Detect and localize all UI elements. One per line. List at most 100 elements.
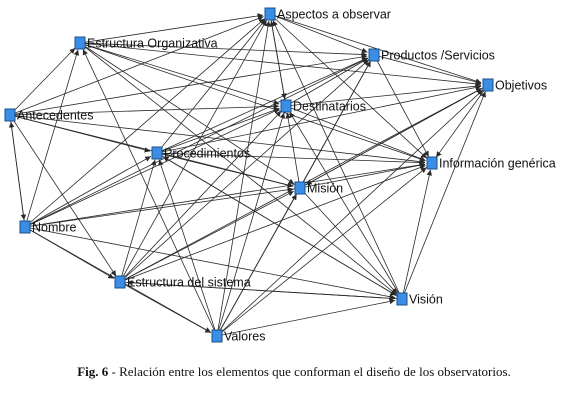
node-objetivos: Objetivos <box>482 78 547 93</box>
edge-destinatarios-to-objetivos <box>285 83 482 107</box>
node-productos: Productos /Servicios <box>368 48 495 63</box>
node-marker <box>264 7 276 21</box>
node-estructura_org: Estructura Organizativa <box>74 36 218 51</box>
edge-estructura_org-to-objetivos <box>79 42 482 87</box>
caption-figure-number: Fig. 6 <box>77 364 109 379</box>
node-label: Objetivos <box>495 79 547 93</box>
edge-valores-to-vision <box>216 298 396 337</box>
edge-nombre-to-productos <box>24 57 368 228</box>
edge-vision-to-aspectos <box>272 20 403 300</box>
node-marker <box>280 99 292 113</box>
node-marker <box>74 36 86 50</box>
edge-estructura_org-to-mision <box>79 42 295 185</box>
edge-estructura_org-to-aspectos <box>79 13 264 44</box>
edge-estructura_sis-to-procedimientos <box>119 159 157 283</box>
edge-estructura_org-to-productos <box>79 42 368 58</box>
node-antecedentes: Antecedentes <box>4 108 93 123</box>
node-nombre: Nombre <box>19 220 77 235</box>
edge-estructura_org-to-informacion <box>79 42 426 162</box>
node-marker <box>211 329 223 343</box>
edge-mision-to-informacion <box>299 162 426 189</box>
edge-vision-to-objetivos <box>401 91 486 300</box>
edge-antecedentes-to-estructura_sis <box>9 114 117 277</box>
edge-procedimientos-to-productos <box>156 57 368 154</box>
node-marker <box>426 156 438 170</box>
node-procedimientos: Procedimientos <box>151 146 250 161</box>
edge-destinatarios-to-productos <box>285 58 369 107</box>
node-label: Aspectos a observar <box>277 8 391 22</box>
edge-vision-to-destinatarios <box>289 111 403 300</box>
edge-nombre-to-antecedentes <box>8 121 26 228</box>
edge-mision-to-vision <box>299 187 398 295</box>
node-marker <box>482 78 494 92</box>
edge-antecedentes-to-estructura_org <box>9 47 76 116</box>
edge-nombre-to-mision <box>24 187 294 228</box>
edge-estructura_org-to-destinatarios <box>79 42 280 106</box>
edge-estructura_org-to-vision <box>79 42 397 295</box>
node-estructura_sis: Estructura del sistema <box>114 275 251 290</box>
edge-objetivos-to-informacion <box>435 84 489 158</box>
edge-aspectos-to-objetivos <box>269 13 482 84</box>
node-marker <box>368 48 380 62</box>
node-vision: Visión <box>396 292 443 307</box>
edge-antecedentes-to-informacion <box>9 114 426 165</box>
edge-procedimientos-to-mision <box>156 152 294 188</box>
node-label: Nombre <box>32 221 77 235</box>
node-destinatarios: Destinatarios <box>280 99 366 114</box>
node-marker <box>396 292 408 306</box>
edge-estructura_sis-to-valores <box>119 281 212 333</box>
edge-productos-to-objetivos <box>373 54 482 85</box>
edge-nombre-to-procedimientos <box>24 156 152 228</box>
edge-mision-to-destinatarios <box>285 112 301 189</box>
node-marker <box>151 146 163 160</box>
node-marker <box>19 220 31 234</box>
edge-nombre-to-informacion <box>24 162 426 228</box>
edge-valores-to-procedimientos <box>158 159 218 337</box>
node-label: Visión <box>409 293 443 307</box>
edge-valores-to-aspectos <box>216 20 271 337</box>
edge-procedimientos-to-destinatarios <box>156 107 280 154</box>
node-marker <box>4 108 16 122</box>
edge-nombre-to-estructura_org <box>24 49 80 228</box>
node-label: Valores <box>224 330 265 344</box>
node-label: Información genérica <box>439 157 556 171</box>
node-informacion: Información genérica <box>426 156 556 171</box>
node-label: Estructura del sistema <box>127 276 251 290</box>
node-label: Procedimientos <box>164 147 250 161</box>
edge-valores-to-estructura_org <box>82 49 218 337</box>
node-label: Antecedentes <box>17 109 93 123</box>
edge-aspectos-to-informacion <box>269 13 428 159</box>
edge-destinatarios-to-informacion <box>285 105 426 162</box>
edge-nombre-to-destinatarios <box>24 108 280 228</box>
node-label: Destinatarios <box>293 100 366 114</box>
edge-objetivos-to-mision <box>305 84 489 185</box>
edge-nombre-to-vision <box>24 226 396 300</box>
edge-valores-to-informacion <box>216 167 427 337</box>
node-valores: Valores <box>211 329 265 344</box>
edges-layer <box>8 13 489 337</box>
edge-aspectos-to-destinatarios <box>269 13 287 100</box>
node-mision: Misión <box>294 181 343 196</box>
node-label: Productos /Servicios <box>381 49 495 63</box>
edge-mision-to-productos <box>299 60 371 189</box>
node-label: Misión <box>307 182 343 196</box>
edge-nombre-to-aspectos <box>24 18 265 228</box>
edge-estructura_sis-to-informacion <box>119 164 426 283</box>
node-marker <box>294 181 306 195</box>
edge-valores-to-destinatarios <box>216 112 286 337</box>
edge-vision-to-informacion <box>401 169 433 300</box>
edge-vision-to-estructura_sis <box>126 279 403 300</box>
node-aspectos: Aspectos a observar <box>264 7 391 22</box>
edge-antecedentes-to-aspectos <box>9 15 264 116</box>
edge-estructura_sis-to-destinatarios <box>119 110 282 283</box>
figure-caption: Fig. 6 - Relación entre los elementos qu… <box>0 364 588 380</box>
edge-vision-to-procedimientos <box>162 156 403 300</box>
edge-procedimientos-to-aspectos <box>156 19 266 154</box>
node-marker <box>114 275 126 289</box>
edge-antecedentes-to-destinatarios <box>9 103 280 116</box>
caption-text: - Relación entre los elementos que confo… <box>108 364 511 379</box>
edge-antecedentes-to-productos <box>9 54 368 116</box>
edge-aspectos-to-productos <box>269 13 368 53</box>
